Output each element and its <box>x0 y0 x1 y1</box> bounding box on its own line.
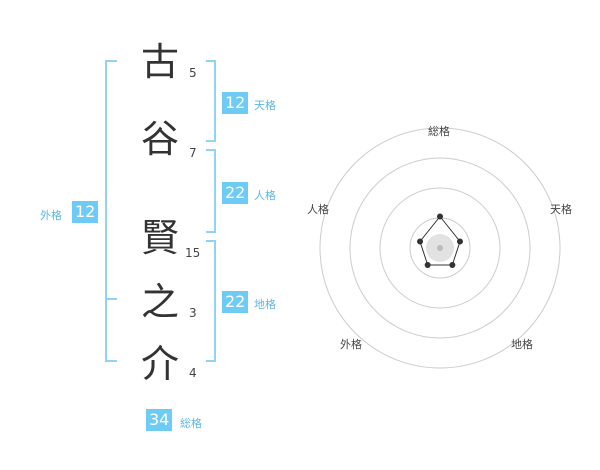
name-char-4: 之 <box>141 280 180 324</box>
tenkaku-label: 天格 <box>254 99 276 112</box>
gaikaku-bracket-tick <box>107 298 117 300</box>
name-char-2: 谷 <box>141 117 180 161</box>
radar-center-dot <box>437 245 443 251</box>
chikaku-label: 地格 <box>254 298 276 311</box>
name-char-5: 介 <box>141 342 180 386</box>
radar-point-1 <box>437 213 443 220</box>
jinkaku-value: 22 <box>222 182 249 204</box>
chikaku-bracket <box>206 240 216 362</box>
stroke-count-5: 4 <box>189 366 197 380</box>
radar-point-4 <box>424 261 431 268</box>
radar-point-3 <box>449 261 456 268</box>
radar-label-jinkaku: 人格 <box>307 203 329 216</box>
jinkaku-bracket <box>206 149 216 233</box>
radar-label-chikaku: 地格 <box>511 338 533 351</box>
chikaku-value: 22 <box>222 291 249 313</box>
tenkaku-value: 12 <box>222 92 249 114</box>
gaikaku-bracket <box>105 60 117 362</box>
jinkaku-label: 人格 <box>254 189 276 202</box>
radar-point-2 <box>456 238 463 245</box>
radar-label-soukaku: 総格 <box>428 125 450 138</box>
radar-value-polygon <box>419 215 461 266</box>
radar-ring-3 <box>349 157 531 339</box>
stroke-count-1: 5 <box>189 66 197 80</box>
soukaku-label: 総格 <box>180 417 202 430</box>
radar-ring-4 <box>319 127 561 369</box>
radar-ring-2 <box>379 187 501 309</box>
radar-label-gaikaku: 外格 <box>340 338 362 351</box>
name-char-3: 賢 <box>141 216 180 260</box>
stroke-count-4: 3 <box>189 306 197 320</box>
tenkaku-bracket <box>206 60 216 142</box>
radar-point-5 <box>417 238 424 245</box>
name-char-1: 古 <box>141 40 180 84</box>
radar-chart <box>319 127 561 369</box>
gaikaku-value: 12 <box>72 201 99 223</box>
stroke-count-3: 15 <box>185 246 201 260</box>
soukaku-value: 34 <box>146 409 173 431</box>
radar-label-tenkaku: 天格 <box>550 203 572 216</box>
stroke-count-2: 7 <box>189 146 197 160</box>
gaikaku-label: 外格 <box>40 209 62 222</box>
